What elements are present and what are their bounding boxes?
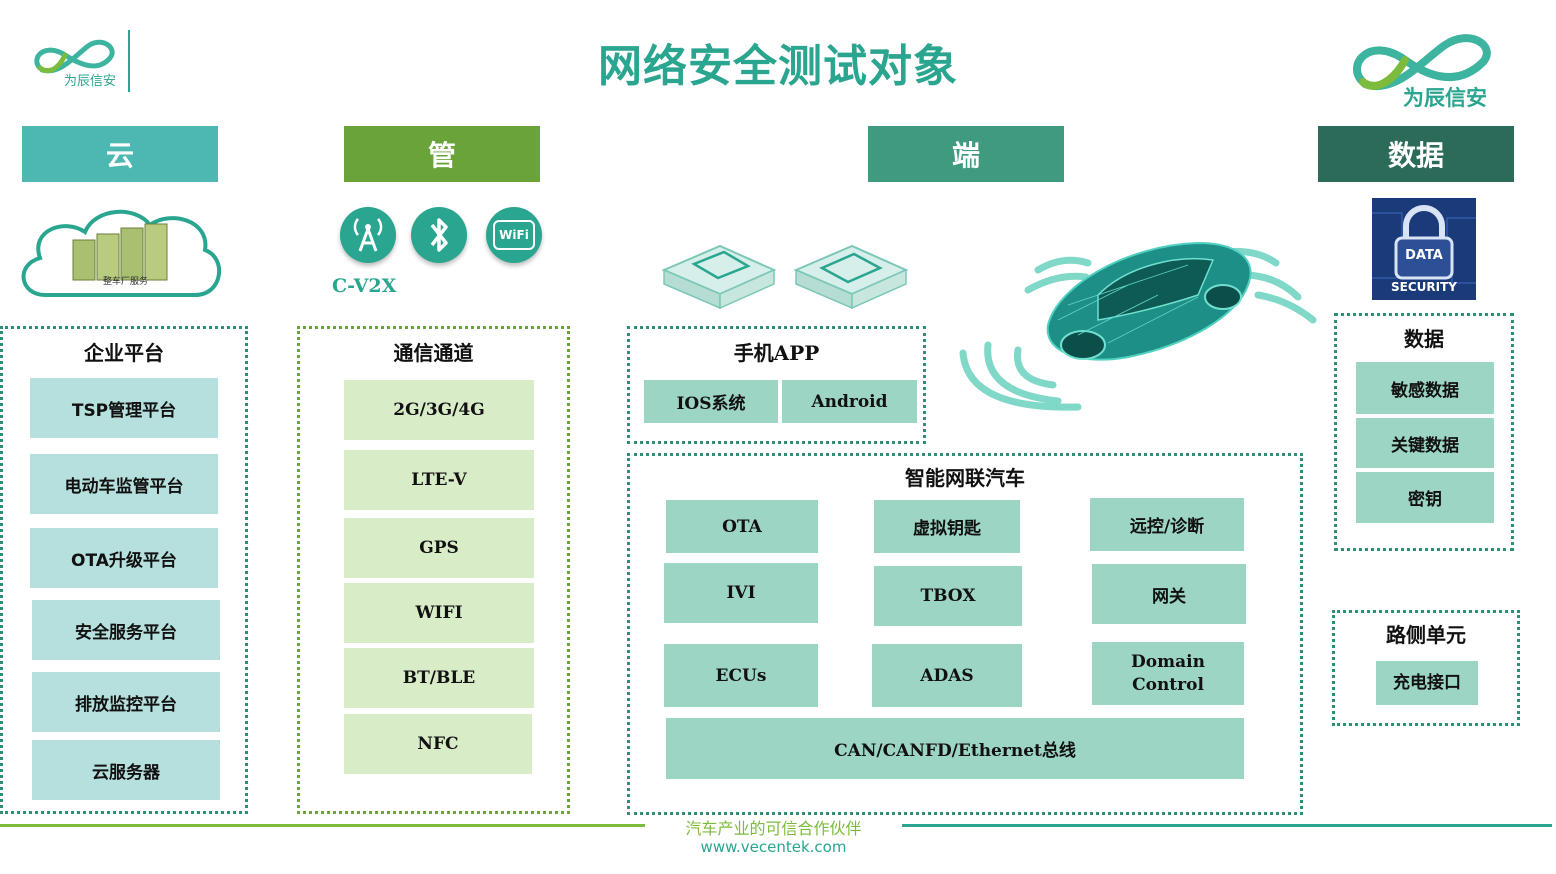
pipe-panel-title: 通信通道 (393, 341, 474, 365)
pipe-item-wifi: WIFI (344, 583, 534, 643)
pipe-item-2g3g4g: 2G/3G/4G (344, 380, 534, 440)
pipe-item-nfc: NFC (344, 714, 532, 774)
roadside-panel-title: 路侧单元 (1386, 623, 1466, 647)
tablet-device-icon (792, 240, 910, 312)
app-panel-title: 手机APP (733, 341, 820, 365)
infinity-logo-icon (34, 39, 115, 74)
car-item-virtual-key: 虚拟钥匙 (874, 500, 1020, 553)
cloud-icon (21, 209, 222, 297)
cloud-image-label: 整车厂服务 (103, 277, 149, 287)
cloud-panel-title: 企业平台 (84, 341, 164, 365)
server-rack-icon (72, 223, 168, 281)
brand-logo-text: 为辰信安 (64, 74, 117, 89)
pipe-item-gps: GPS (344, 518, 534, 578)
wifi-icon-text: WiFi (493, 220, 535, 250)
car-item-remote-diagnostics: 远控/诊断 (1090, 498, 1244, 551)
page-title: 网络安全测试对象 (598, 41, 958, 92)
bluetooth-icon (411, 207, 467, 263)
cloud-item-security-service: 安全服务平台 (32, 600, 220, 660)
connected-car-image (958, 225, 1328, 415)
car-bus: CAN/CANFD/Ethernet总线 (666, 718, 1244, 779)
header-data: 数据 (1318, 126, 1514, 182)
cloud-panel (0, 326, 248, 814)
app-item-ios: IOS系统 (644, 380, 778, 423)
car-icon (1046, 241, 1252, 361)
footer-url[interactable]: www.vecentek.com (700, 838, 847, 856)
footer-slogan: 汽车产业的可信合作伙伴 (685, 819, 862, 838)
logo-divider (128, 30, 130, 92)
data-item-key-data: 关键数据 (1356, 418, 1494, 468)
header-cloud: 云 (22, 126, 218, 182)
footer-divider-left (0, 824, 645, 827)
car-item-tbox: TBOX (874, 566, 1022, 626)
roadside-panel (1332, 610, 1520, 726)
security-text-line1: DATA (1405, 248, 1443, 263)
car-item-ivi: IVI (664, 563, 818, 623)
cloud-item-emission: 排放监控平台 (32, 672, 220, 732)
data-item-sensitive: 敏感数据 (1356, 362, 1494, 414)
cloud-server-image: 整车厂服务 (15, 200, 225, 310)
cloud-item-cloud-server: 云服务器 (32, 740, 220, 800)
brand-logo-text: 为辰信安 (1403, 86, 1487, 110)
car-panel (627, 453, 1303, 815)
roadside-item-charging-port: 充电接口 (1376, 661, 1478, 705)
security-text-line2: SECURITY (1391, 280, 1457, 294)
app-item-android: Android (782, 380, 917, 423)
footer-divider-right (902, 824, 1552, 827)
pipe-item-btble: BT/BLE (344, 648, 534, 708)
data-panel (1334, 313, 1514, 551)
monitor-device-icon (660, 240, 778, 312)
cloud-item-tsp: TSP管理平台 (30, 378, 218, 438)
car-item-ecus: ECUs (664, 644, 818, 707)
cloud-item-ev-monitor: 电动车监管平台 (30, 454, 218, 514)
data-security-image: DATA SECURITY (1372, 198, 1476, 300)
car-panel-title: 智能网联汽车 (905, 466, 1025, 490)
brand-logo-small: 为辰信安 (30, 30, 135, 95)
pipe-item-ltev: LTE-V (344, 450, 534, 510)
brand-logo-large: 为辰信安 (1345, 20, 1505, 110)
header-end: 端 (868, 126, 1064, 182)
car-item-domain-control: Domain Control (1092, 642, 1244, 705)
car-item-gateway: 网关 (1092, 564, 1246, 624)
cv2x-label: C-V2X (332, 275, 397, 297)
antenna-icon (340, 207, 396, 263)
app-panel (627, 326, 926, 444)
car-item-ota: OTA (666, 500, 818, 553)
header-pipe: 管 (344, 126, 540, 182)
pipe-panel (297, 326, 570, 814)
data-panel-title: 数据 (1404, 327, 1444, 351)
cloud-item-ota: OTA升级平台 (30, 528, 218, 588)
data-item-secret-key: 密钥 (1356, 472, 1494, 523)
infinity-logo-icon (1353, 34, 1491, 90)
wifi-icon: WiFi (486, 207, 542, 263)
car-item-adas: ADAS (872, 644, 1022, 707)
